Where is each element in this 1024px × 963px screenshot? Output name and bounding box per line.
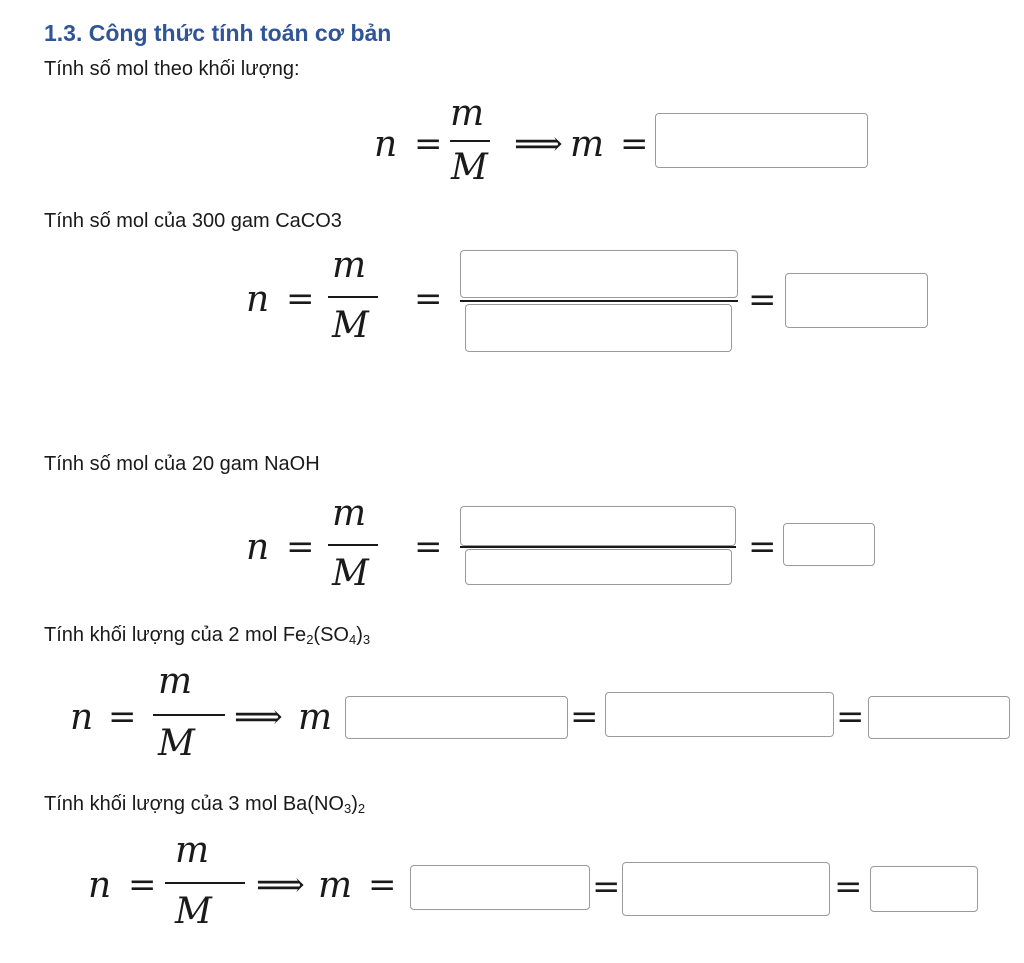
answer-box[interactable]	[785, 273, 928, 328]
implies-arrow: ⟹	[256, 865, 305, 905]
equals: =	[128, 865, 157, 905]
answer-box[interactable]	[622, 862, 830, 916]
fraction-bar	[450, 140, 490, 142]
answer-box[interactable]	[410, 865, 590, 910]
denominator-box[interactable]	[465, 304, 732, 352]
section-label: Tính khối lượng của 2 mol Fe2(SO4)3	[44, 624, 371, 647]
answer-box[interactable]	[783, 523, 875, 566]
answer-box[interactable]	[605, 692, 834, 737]
equals: =	[414, 279, 443, 319]
var-n: n	[88, 865, 112, 906]
fraction-bar	[460, 546, 736, 548]
denominator-M: M	[451, 147, 488, 188]
numerator-box[interactable]	[460, 506, 736, 546]
implies-arrow: ⟹	[514, 124, 563, 164]
section-label: Tính số mol theo khối lượng:	[44, 58, 300, 80]
equals: =	[748, 527, 777, 567]
fraction-bar	[460, 300, 738, 302]
equals: =	[414, 527, 443, 567]
answer-box[interactable]	[345, 696, 568, 739]
implies-arrow: ⟹	[234, 697, 283, 737]
var-m: m	[318, 865, 353, 906]
var-n: n	[246, 279, 270, 320]
var-m: m	[570, 124, 605, 165]
equals: =	[748, 280, 777, 320]
denominator-M: M	[332, 553, 369, 594]
numerator-m: m	[332, 493, 367, 534]
equals: =	[286, 279, 315, 319]
fraction-bar	[153, 714, 225, 716]
numerator-m: m	[450, 93, 485, 134]
denominator-M: M	[158, 723, 195, 764]
var-n: n	[374, 124, 398, 165]
equals: =	[834, 867, 863, 907]
answer-box[interactable]	[868, 696, 1010, 739]
section-label: Tính số mol của 20 gam NaOH	[44, 453, 320, 475]
section-label: Tính số mol của 300 gam CaCO3	[44, 210, 342, 232]
equals: =	[570, 697, 599, 737]
denominator-M: M	[175, 891, 212, 932]
equals: =	[620, 124, 649, 164]
equals: =	[286, 527, 315, 567]
equals: =	[368, 865, 397, 905]
section-heading: 1.3. Công thức tính toán cơ bản	[44, 20, 392, 46]
fraction-bar	[328, 544, 378, 546]
answer-box[interactable]	[870, 866, 978, 912]
equals: =	[414, 124, 443, 164]
numerator-m: m	[175, 830, 210, 871]
equals: =	[836, 697, 865, 737]
var-m: m	[298, 697, 333, 738]
numerator-m: m	[332, 245, 367, 286]
section-label: Tính khối lượng của 3 mol Ba(NO3)2	[44, 793, 366, 816]
denominator-M: M	[332, 305, 369, 346]
var-n: n	[246, 527, 270, 568]
fraction-bar	[165, 882, 245, 884]
numerator-box[interactable]	[460, 250, 738, 298]
numerator-m: m	[158, 661, 193, 702]
equals: =	[592, 867, 621, 907]
denominator-box[interactable]	[465, 549, 732, 585]
fraction-bar	[328, 296, 378, 298]
answer-box[interactable]	[655, 113, 868, 168]
var-n: n	[70, 697, 94, 738]
equals: =	[108, 697, 137, 737]
